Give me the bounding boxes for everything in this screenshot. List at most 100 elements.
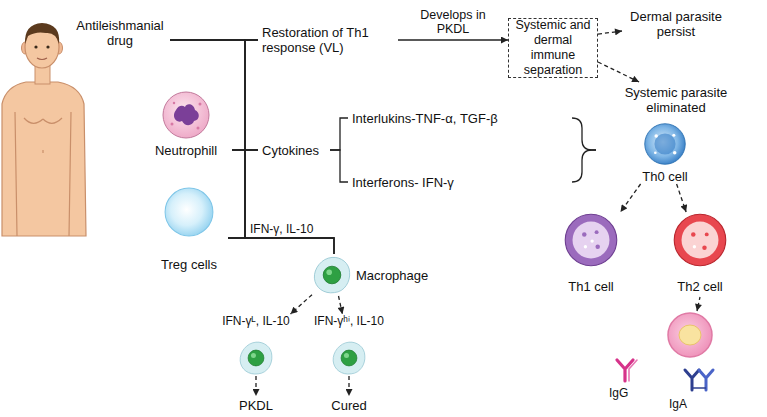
dashed-arrow: [255, 376, 256, 396]
cell-icon-part: [323, 266, 341, 284]
node-text: Th1 cell: [568, 279, 614, 294]
cell-icon-part: [595, 230, 599, 234]
cell-icon: [163, 186, 215, 238]
cell-icon-part: [173, 102, 176, 105]
cell-icon-part: [251, 353, 256, 358]
bracket-line: [228, 238, 334, 254]
node-text: Treg cells: [161, 257, 217, 272]
antibody-symbol: [629, 360, 637, 381]
cell-icon-part: [197, 127, 200, 130]
cell-icon-part: [333, 342, 365, 374]
node-text: Interlukins-TNF-α, TGF-β: [352, 111, 498, 126]
cell-node: Th0 cell: [596, 122, 734, 184]
cell-icon-part: [582, 232, 586, 236]
cell-icon-part: [174, 104, 199, 125]
person-mouth: [37, 58, 47, 60]
antibody-symbol: [692, 387, 706, 389]
cell-icon-part: [171, 123, 174, 126]
person-illustration: [2, 23, 86, 236]
node-text: Cured: [331, 398, 366, 413]
bracket-line: [572, 118, 596, 150]
dashed-arrow: [621, 184, 641, 212]
cell-icon-part: [584, 245, 587, 248]
cell-icon-part: [693, 245, 696, 248]
antibody-symbol: [699, 370, 713, 390]
person-arm-lines: [15, 112, 71, 236]
node-text: Systemic parasite eliminated: [622, 85, 730, 115]
cell-icon-part: [672, 134, 675, 137]
node-text: Neutrophill: [155, 143, 217, 158]
cell-node: Th1 cell: [555, 212, 627, 294]
cell-icon: [238, 340, 274, 376]
cell-icon: [331, 340, 367, 376]
node-text: IFN-γᴸ, IL-10: [222, 314, 290, 329]
dashed-arrow: [697, 297, 700, 311]
bracket-line: [572, 150, 596, 182]
cell-icon-part: [705, 232, 709, 236]
cell-icon-part: [240, 342, 272, 374]
cell-icon-part: [654, 133, 675, 154]
igg-antibody: [617, 360, 637, 381]
bracket-line: [228, 40, 258, 238]
dashed-box: Systemic and dermal immune separation: [508, 18, 598, 78]
plasma-cell-body: [668, 313, 712, 357]
node-text: Th2 cell: [677, 279, 723, 294]
cell-icon-part: [674, 214, 726, 266]
dashed-arrow: [598, 62, 639, 82]
free-label: IFN-γ, IL-10: [250, 222, 313, 236]
cell-icon-part: [645, 124, 685, 164]
free-label: IgA: [669, 397, 687, 411]
cell-icon: [312, 255, 352, 295]
cell-icon: [643, 122, 687, 166]
cell-icon-part: [199, 103, 202, 106]
node-text: IFN-γʰⁱ, IL-10: [314, 314, 384, 329]
cell-icon-part: [165, 188, 213, 236]
arrow: [398, 39, 508, 40]
free-label: IgG: [609, 386, 628, 400]
cell-icon-part: [344, 353, 349, 358]
person-eye: [46, 45, 49, 48]
node-text: PKDL: [239, 398, 273, 413]
dashed-arrow: [339, 296, 343, 314]
cell-icon-part: [341, 350, 357, 366]
text-node: Cured: [321, 396, 377, 414]
node-text: Restoration of Th1 response (VL): [262, 25, 398, 55]
cell-icon-part: [682, 222, 719, 259]
cell-icon-part: [673, 151, 677, 155]
cell-icon-part: [595, 244, 599, 248]
person-torso: [2, 82, 86, 236]
bracket-line: [330, 150, 348, 182]
person-hair: [25, 23, 59, 44]
node-text: Antileishmanial drug: [70, 18, 170, 48]
node-text: Systemic and dermal immune separation: [513, 18, 593, 78]
antibody-symbol: [617, 360, 633, 381]
text-node: Restoration of Th1 response (VL): [258, 16, 398, 64]
cell-icon-part: [326, 269, 332, 275]
dashed-arrow: [348, 376, 349, 396]
cell-node: IFN-γʰⁱ, IL-10: [307, 314, 391, 376]
cell-icon-part: [565, 214, 617, 266]
cell-node: IFN-γᴸ, IL-10: [215, 314, 297, 376]
plasma-cell-nucleus: [679, 325, 701, 345]
cell-icon-part: [590, 239, 593, 242]
text-node: Interlukins-TNF-α, TGF-β: [348, 108, 572, 128]
person-eye: [34, 45, 37, 48]
node-text: Cytokines: [262, 143, 319, 158]
edge-label: Develops in PKDL: [413, 8, 493, 36]
bracket-line: [330, 118, 348, 150]
cell-icon-part: [314, 257, 349, 293]
cell-node: Th2 cell: [664, 212, 736, 294]
node-text: Dermal parasite persist: [622, 9, 730, 39]
cell-icon-part: [573, 222, 610, 259]
node-text: Macrophage: [356, 268, 428, 283]
text-node: Antileishmanial drug: [70, 15, 170, 51]
node-text: Th0 cell: [642, 169, 688, 184]
cell-icon: [161, 90, 211, 140]
text-node: Interferons- IFN-γ: [348, 172, 572, 192]
text-node: Systemic parasite eliminated: [622, 82, 730, 118]
cell-icon: [563, 212, 619, 268]
cell-icon-part: [654, 134, 658, 138]
text-node: Dermal parasite persist: [622, 6, 730, 42]
